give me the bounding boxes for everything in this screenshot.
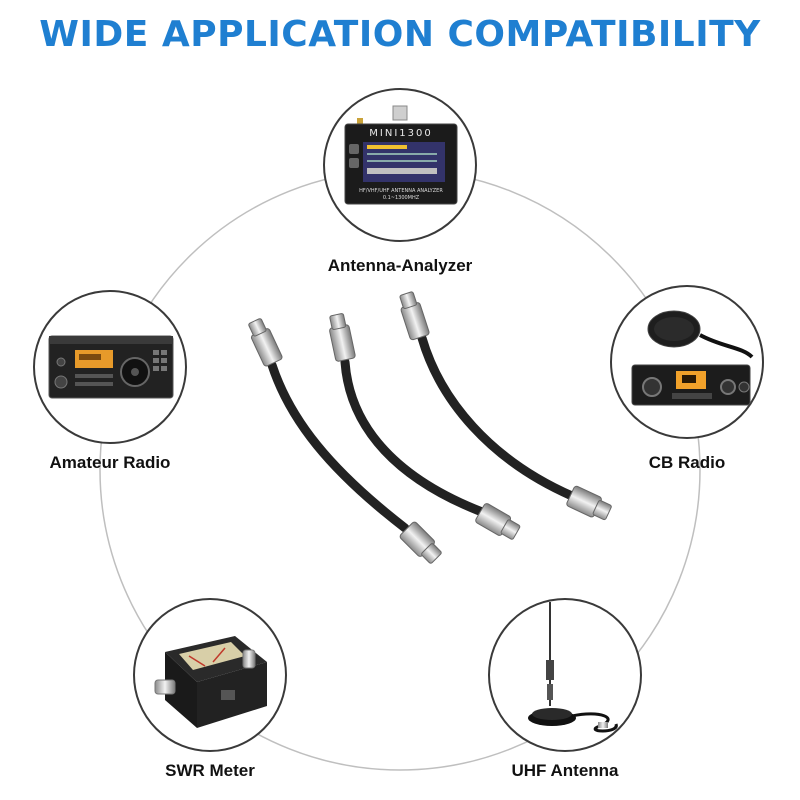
- label-cb-radio: CB Radio: [648, 453, 726, 472]
- cb-radio-bubble: [610, 285, 764, 439]
- analyzer-brand-text: MINI1300: [369, 128, 432, 139]
- swr-meter-icon: [154, 636, 267, 728]
- cable-3: [399, 291, 612, 521]
- antenna-analyzer-bubble: MINI1300 HF/VHF/UHF ANTENNA ANALYZER 0.1…: [323, 88, 477, 242]
- analyzer-subtitle-text: HF/VHF/UHF ANTENNA ANALYZER: [359, 188, 443, 194]
- label-uhf-antenna: UHF Antenna: [511, 761, 619, 780]
- page-title: WIDE APPLICATION COMPATIBILITY: [39, 14, 761, 55]
- cb-radio-icon: [631, 310, 754, 406]
- antenna-analyzer-icon: MINI1300 HF/VHF/UHF ANTENNA ANALYZER 0.1…: [344, 105, 458, 205]
- swr-meter-bubble: [133, 598, 287, 752]
- label-amateur-radio: Amateur Radio: [49, 453, 171, 472]
- cable-1: [248, 318, 442, 564]
- uhf-antenna-bubble: [488, 598, 642, 752]
- label-antenna-analyzer: Antenna-Analyzer: [327, 256, 473, 275]
- label-swr-meter: SWR Meter: [165, 761, 255, 780]
- cable-2: [329, 313, 521, 540]
- analyzer-range-text: 0.1~1300MHZ: [383, 195, 420, 201]
- amateur-radio-bubble: [33, 290, 187, 444]
- amateur-radio-icon: [48, 335, 174, 399]
- uhf-antenna-icon: [528, 602, 618, 733]
